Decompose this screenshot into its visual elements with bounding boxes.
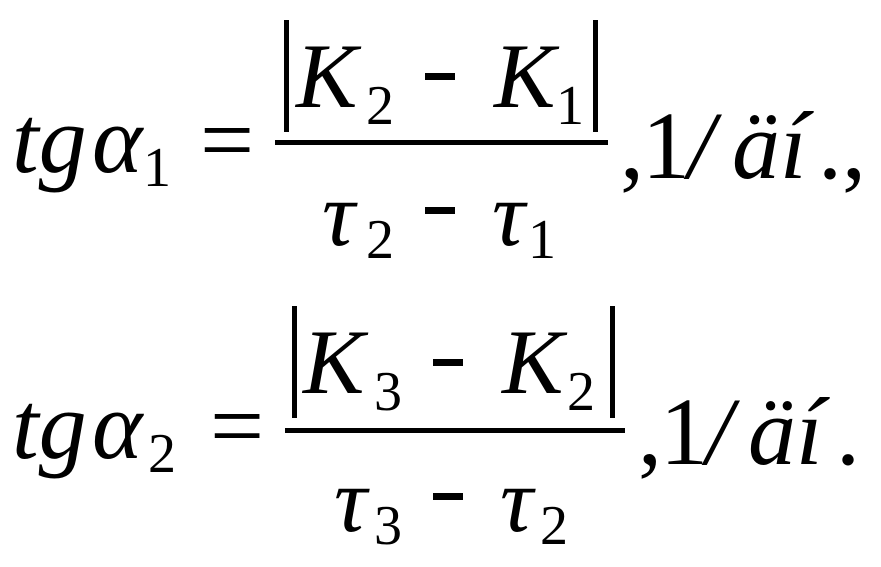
eq2-numerator-minus bbox=[433, 359, 463, 366]
eq1-denominator-tau-b: τ bbox=[492, 163, 525, 265]
eq2-unit-trailing-punct: . bbox=[836, 378, 860, 485]
eq2-numerator-k-b-index: 2 bbox=[567, 361, 595, 423]
eq1-denominator-tau-b-index: 1 bbox=[528, 209, 556, 271]
eq2-denominator-tau-a-index: 3 bbox=[374, 495, 402, 557]
eq2-denominator-tau-a: τ bbox=[334, 449, 367, 551]
eq1-fraction-bar bbox=[275, 140, 608, 145]
eq1-alpha-index: 1 bbox=[143, 137, 171, 199]
eq2-fraction-bar bbox=[285, 428, 625, 433]
eq1-unit-text: äí bbox=[732, 92, 807, 199]
eq1-abs-right-bar bbox=[593, 20, 598, 132]
eq2-greek-alpha: α bbox=[92, 372, 143, 479]
eq2-denominator-tau-b: τ bbox=[500, 449, 533, 551]
eq1-numerator-k-b: K bbox=[494, 25, 556, 127]
eq1-numerator-k-a: K bbox=[296, 25, 358, 127]
eq2-unit-text: äí bbox=[748, 378, 823, 485]
eq1-denominator-tau-a-index: 2 bbox=[366, 209, 394, 271]
eq1-denominator-minus bbox=[425, 207, 455, 214]
eq1-numerator-k-b-index: 1 bbox=[556, 75, 584, 137]
eq2-equals-sign: = bbox=[210, 372, 265, 479]
eq2-numerator-k-b: K bbox=[502, 311, 564, 413]
eq1-unit-trailing-punct: ., bbox=[818, 92, 866, 199]
eq1-unit-value: 1 bbox=[642, 92, 690, 199]
eq1-unit-comma: , bbox=[620, 92, 644, 199]
eq1-numerator-k-a-index: 2 bbox=[366, 75, 394, 137]
eq2-numerator-k-a-index: 3 bbox=[374, 361, 402, 423]
eq2-denominator-tau-b-index: 2 bbox=[540, 495, 568, 557]
eq1-numerator-minus bbox=[425, 73, 455, 80]
eq2-denominator-minus bbox=[433, 493, 463, 500]
eq1-denominator-tau-a: τ bbox=[322, 163, 355, 265]
eq2-alpha-index: 2 bbox=[148, 423, 176, 485]
eq2-unit-slash: / bbox=[706, 378, 733, 485]
eq2-unit-comma: , bbox=[638, 378, 662, 485]
eq1-equals-sign: = bbox=[200, 86, 255, 193]
eq1-unit-slash: / bbox=[688, 92, 715, 199]
eq2-func-tg: tg bbox=[12, 372, 87, 479]
eq2-unit-value: 1 bbox=[660, 378, 708, 485]
eq1-func-tg: tg bbox=[12, 86, 87, 193]
eq1-greek-alpha: α bbox=[92, 86, 143, 193]
eq2-numerator-k-a: K bbox=[303, 311, 365, 413]
eq1-abs-left-bar bbox=[284, 20, 289, 132]
eq2-abs-left-bar bbox=[292, 306, 297, 418]
eq2-abs-right-bar bbox=[610, 306, 615, 418]
